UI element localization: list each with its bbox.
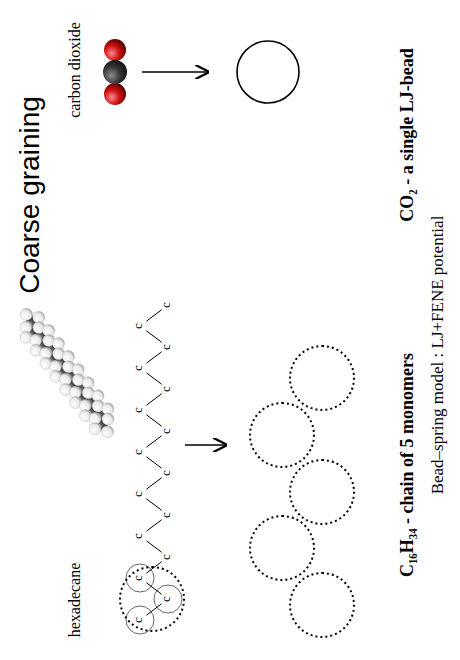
carbon-atom	[103, 60, 127, 84]
carbon-symbol: c	[131, 617, 145, 623]
bead-caption: CO₂ - a single LJ-bead	[398, 48, 418, 221]
atom-circle	[126, 606, 154, 634]
carbon-symbol: c	[131, 449, 145, 455]
atom-circle	[154, 585, 182, 613]
carbon-symbol: c	[159, 554, 173, 560]
monomer-bead	[290, 346, 354, 410]
atom-circles	[126, 564, 182, 634]
carbon-symbol: c	[159, 344, 173, 350]
monomer-bead	[290, 573, 354, 637]
model-note: Bead–spring model : LJ+FENE potential	[429, 216, 448, 495]
monomer-bead	[250, 403, 314, 467]
molecule-name: carbon dioxide	[66, 22, 84, 118]
bond-line	[146, 604, 161, 615]
bond-line	[146, 457, 161, 468]
lj-bead	[237, 41, 299, 103]
bond-line	[146, 310, 161, 321]
monomer-chain	[250, 346, 354, 637]
carbon-symbol: c	[159, 470, 173, 476]
bond-line	[146, 541, 161, 552]
monomer-outline	[120, 567, 184, 631]
carbon-symbol: c	[159, 302, 173, 308]
carbon-symbol: c	[159, 596, 173, 602]
hydrogen-atom	[102, 426, 114, 438]
hexadecane-molecule	[20, 308, 114, 437]
bond-line	[146, 373, 161, 384]
carbon-bonds	[146, 310, 161, 615]
bond-line	[146, 415, 161, 426]
chain-caption: C₁₆H₃₄ - chain of 5 monomers	[398, 353, 418, 577]
carbon-symbol: c	[131, 491, 145, 497]
monomer-bead	[250, 516, 314, 580]
monomer-bead	[290, 460, 354, 524]
carbon-symbol: c	[131, 575, 145, 581]
carbon-symbol: c	[131, 533, 145, 539]
diagram-title: Coarse graining	[15, 96, 46, 294]
arrow	[185, 444, 226, 446]
bond-line	[146, 352, 161, 363]
bond-line	[146, 331, 161, 342]
bond-line	[146, 499, 161, 510]
carbon-symbol: c	[159, 512, 173, 518]
oxygen-atom	[104, 39, 126, 61]
bond-line	[146, 562, 161, 573]
carbon-symbol: c	[131, 365, 145, 371]
molecule-name: hexadecane	[66, 563, 84, 638]
bond-line	[146, 394, 161, 405]
carbon-symbol: c	[131, 407, 145, 413]
co2-molecule	[103, 39, 127, 105]
arrow	[142, 71, 208, 73]
bond-line	[146, 436, 161, 447]
atom-circle	[126, 564, 154, 592]
bond-line	[146, 478, 161, 489]
oxygen-atom	[104, 83, 126, 105]
hydrogen-atom	[89, 423, 101, 435]
bond-line	[146, 520, 161, 531]
hydrogen-atom	[20, 308, 32, 320]
bond-line	[146, 583, 161, 594]
carbon-symbol: c	[159, 386, 173, 392]
hydrogen-atom	[102, 413, 114, 425]
carbon-symbol: c	[159, 428, 173, 434]
carbon-symbol: c	[131, 323, 145, 329]
